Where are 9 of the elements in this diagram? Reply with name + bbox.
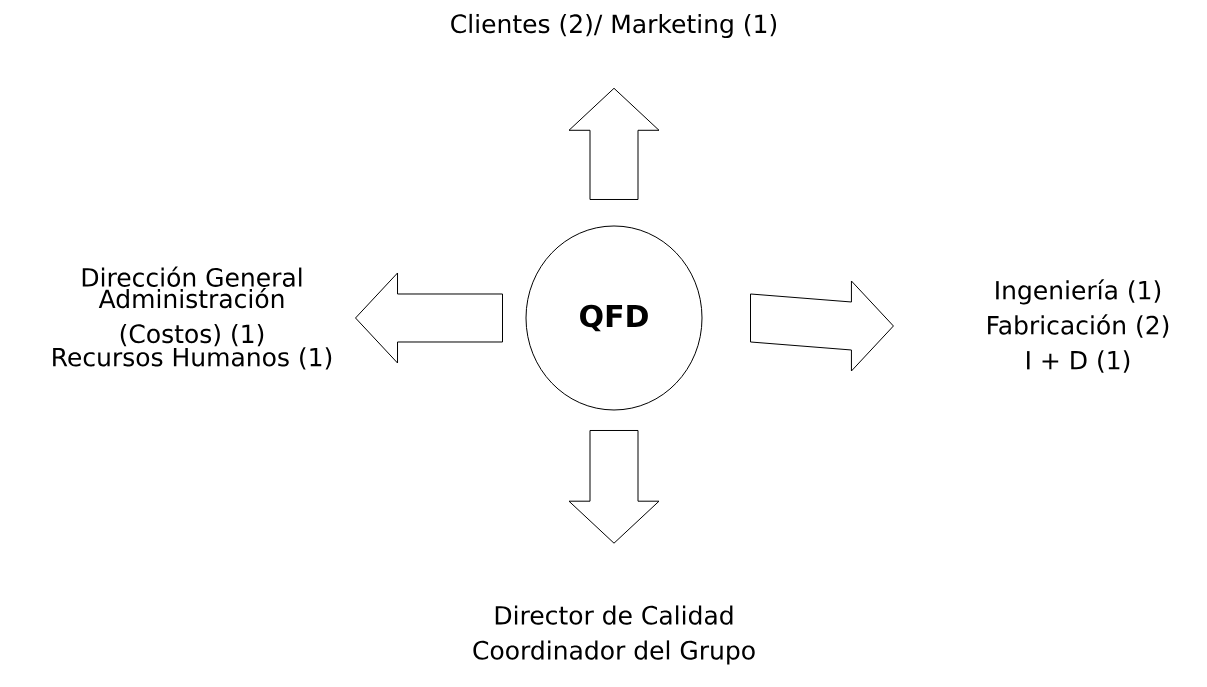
- role-label: Director de Calidad Coordinador del Grupo: [473, 605, 755, 665]
- role-label: Ingeniería (1) Fabricación (2) I + D (1): [988, 279, 1169, 373]
- role-label: Dirección General Administración (Costos) (1) Recursos Humanos (1): [53, 266, 332, 370]
- block-arrow: [568, 430, 660, 544]
- circle-node: QFD: [525, 225, 703, 411]
- block-arrow: [355, 272, 503, 364]
- block-arrow: [750, 280, 894, 372]
- block-arrow: [568, 87, 660, 200]
- role-label: Clientes (2)/ Marketing (1): [451, 13, 777, 39]
